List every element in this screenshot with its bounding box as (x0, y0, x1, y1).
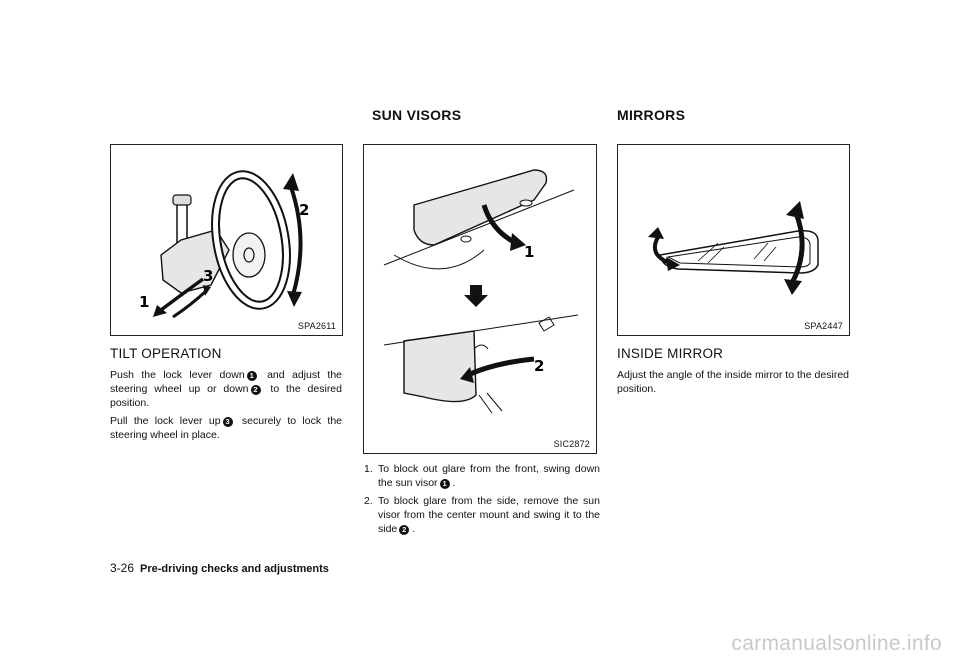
watermark: carmanualsonline.info (731, 632, 942, 655)
callout-1: 1 (139, 293, 149, 311)
page-footer: 3-26 Pre-driving checks and adjustments (110, 561, 329, 575)
step-text: To block glare from the side, remove the… (378, 495, 600, 535)
callout-badge-2: 2 (399, 525, 410, 535)
callout-badge-1: 1 (246, 371, 257, 381)
inside-mirror-illustration (648, 201, 819, 295)
chapter-title: Pre-driving checks and adjustments (140, 563, 329, 575)
inside-mirror-text: Adjust the angle of the inside mirror to… (617, 369, 849, 395)
callout-badge-1: 1 (439, 479, 450, 489)
sun-visors-heading: SUN VISORS (372, 107, 462, 123)
tilt-p1-text-b: and adjust the steering wheel up or down (110, 369, 343, 395)
callout-1: 1 (524, 243, 534, 261)
page-number: 3-26 (110, 561, 135, 575)
step-text: To block out glare from the front, swing… (378, 463, 600, 489)
inside-mirror-title: INSIDE MIRROR (617, 346, 724, 361)
callout-2: 2 (299, 201, 309, 219)
sun-visor-illustration: 1 2 (383, 169, 579, 414)
sun-visor-step-2: 2. To block glare from the side, remove … (364, 494, 600, 536)
figure-code: SPA2611 (297, 321, 336, 331)
figure-code: SIC2872 (553, 439, 590, 449)
callout-3: 3 (203, 267, 213, 285)
tilt-p2-text-b: securely to lock the steering wheel in p… (110, 415, 343, 441)
sun-visor-step-1: 1. To block out glare from the front, sw… (364, 462, 600, 490)
tilt-p1-text-a: Push the lock lever down (110, 369, 245, 381)
steering-wheel-illustration: 1 2 3 (139, 170, 309, 319)
callout-badge-2: 2 (250, 385, 261, 395)
callout-badge-3: 3 (222, 417, 233, 427)
figure-code: SPA2447 (804, 321, 843, 331)
tilt-operation-title: TILT OPERATION (110, 346, 222, 361)
step-text-end: . (412, 523, 416, 535)
sun-visor-figure: 1 2 SIC2872 (363, 144, 597, 454)
mirrors-heading: MIRRORS (617, 107, 686, 123)
step-number: 1. (364, 463, 373, 475)
step-number: 2. (364, 495, 373, 507)
tilt-p2-text-a: Pull the lock lever up (110, 415, 221, 427)
tilt-figure: 1 2 3 SPA2611 (110, 144, 343, 336)
down-arrow-icon (464, 285, 488, 307)
step-text-end: . (452, 477, 456, 489)
mirror-figure: SPA2447 (617, 144, 850, 336)
callout-2: 2 (534, 357, 544, 375)
tilt-p1-text-c: to the desired position. (110, 383, 342, 409)
